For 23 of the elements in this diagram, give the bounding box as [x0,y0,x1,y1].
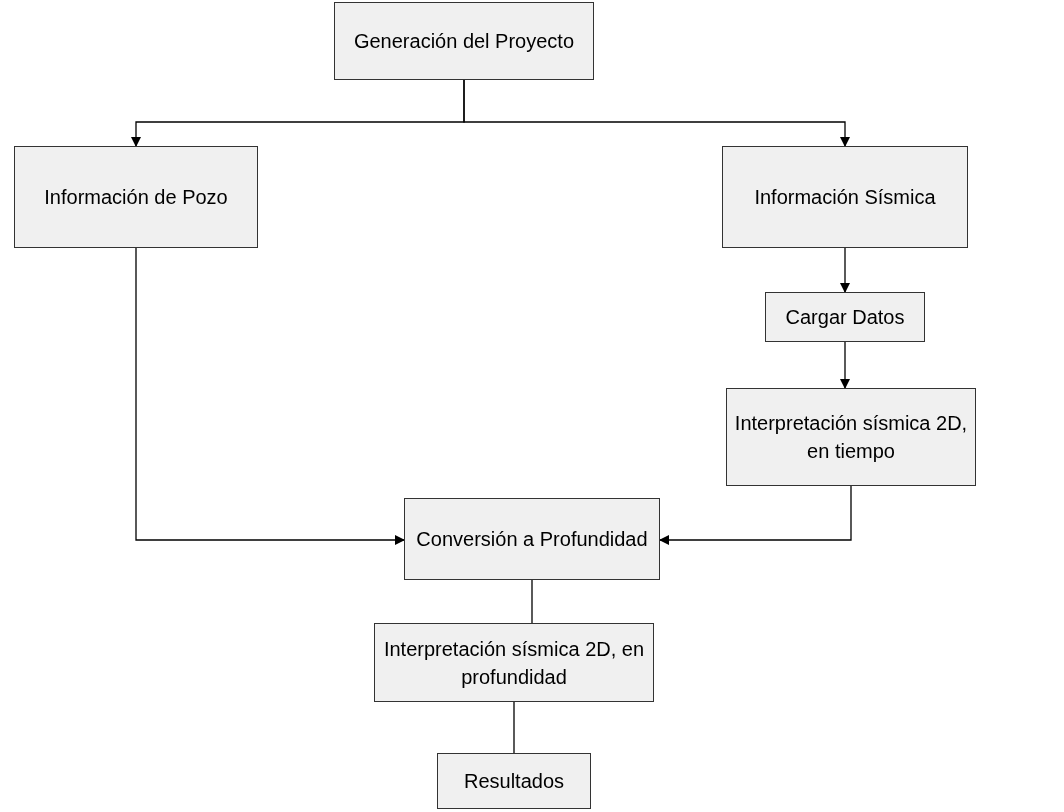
process-box [334,2,594,80]
arrow [135,247,405,545]
box-label: Información de Pozo [44,185,228,210]
box-label: Cargar Datos [785,305,905,330]
arrow [463,79,850,147]
box-label: Resultados [463,769,565,794]
process-box [765,292,925,342]
box-label: Interpretación sísmica 2D, en profundidad [382,636,646,690]
box-label: Información Sísmica [754,185,936,210]
arrow [840,341,850,389]
process-box [404,498,660,580]
process-box [14,146,258,248]
arrow [659,485,852,545]
connector-line [531,579,533,624]
process-box [722,146,968,248]
box-label: Conversión a Profundidad [416,527,648,552]
box-label: Generación del Proyecto [353,29,575,54]
arrow [840,247,850,293]
process-box [374,623,654,702]
connector-line [513,701,515,754]
box-label: Interpretación sísmica 2D, en tiempo [733,411,969,464]
process-box [726,388,976,486]
process-box [437,753,591,809]
